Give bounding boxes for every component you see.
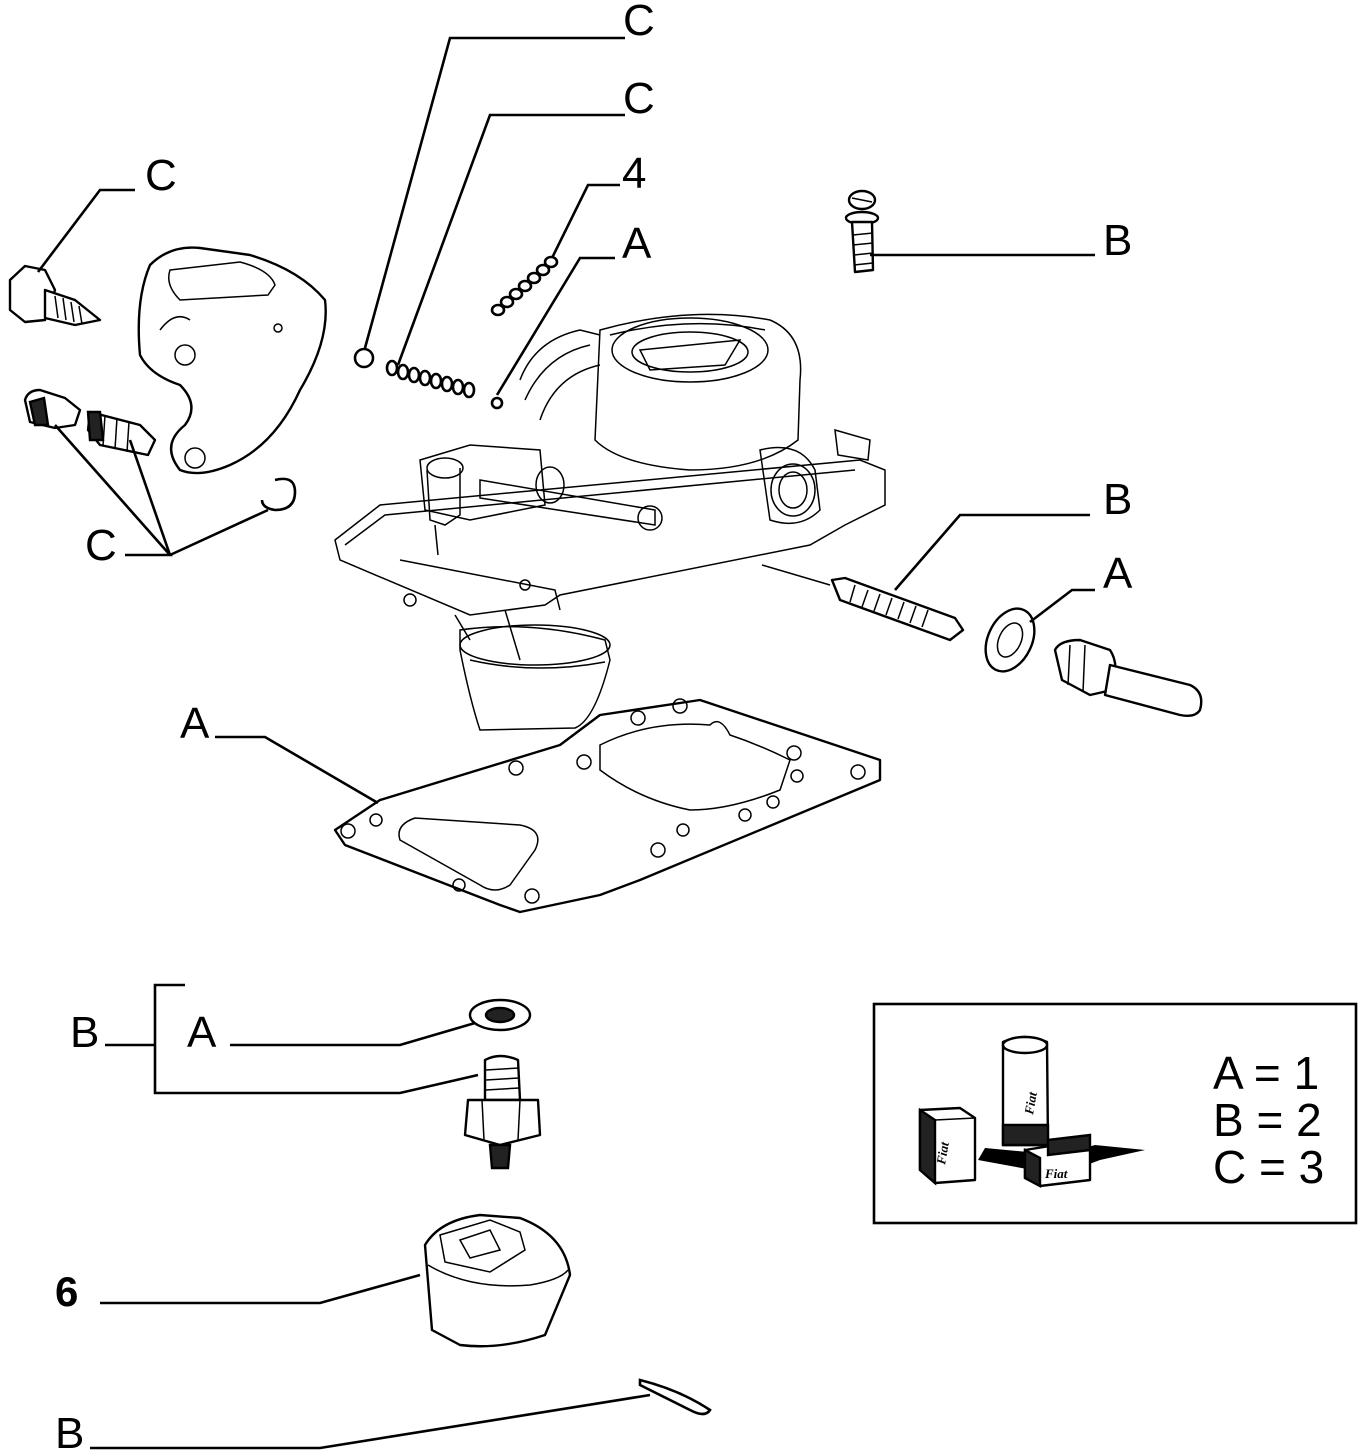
leader-lines (36, 36, 1095, 1450)
callout-c-top-1: C (623, 0, 655, 45)
callout-b-mid-right: B (1103, 475, 1132, 524)
needle-jet (761, 564, 965, 642)
sealing-washer (984, 607, 1036, 673)
callout-a-gasket: A (180, 699, 210, 748)
kit-brand-label-1: Fiat (933, 1140, 952, 1166)
callout-a-top: A (622, 219, 652, 268)
hose-fitting (1053, 638, 1203, 718)
small-washer (468, 998, 532, 1032)
callout-four: 4 (622, 149, 646, 198)
c-clip (260, 477, 297, 512)
callout-c-left-mid: C (85, 521, 117, 570)
float-bowl-cover (423, 1213, 572, 1348)
callout-a-mid-right: A (1103, 549, 1133, 598)
callout-labels: C C C 4 A B B A C A B A 6 B (55, 0, 1133, 1452)
gasket-plate (333, 698, 882, 914)
hex-screw (8, 264, 102, 327)
plug-fittings (23, 388, 157, 457)
parts-kit-boxes-icon: Fiat Fiat Fiat (918, 1035, 1145, 1188)
pan-screw (844, 189, 880, 274)
callout-c-left-top: C (145, 151, 177, 200)
legend-row-b: B = 2 (1213, 1094, 1322, 1146)
ball-small (490, 396, 504, 410)
o-ring-seal (638, 1378, 712, 1416)
callout-c-top-2: C (623, 74, 655, 123)
kit-brand-label-2: Fiat (1021, 1090, 1040, 1116)
spring-short (490, 255, 559, 317)
legend-box: Fiat Fiat Fiat A = 1 B = 2 C = 3 (872, 1002, 1358, 1225)
o-ring-small (353, 347, 375, 369)
spring-long (385, 359, 476, 399)
callout-a-bracket: A (187, 1008, 217, 1057)
callout-b-top-right: B (1103, 216, 1132, 265)
bracket-plate (137, 246, 327, 475)
callout-b-bracket: B (70, 1008, 99, 1057)
kit-brand-label-3: Fiat (1044, 1166, 1068, 1181)
callout-six: 6 (55, 1268, 78, 1315)
legend-row-a: A = 1 (1213, 1047, 1319, 1099)
callout-b-bottom: B (55, 1409, 84, 1452)
temperature-sender (463, 1054, 542, 1170)
legend-row-c: C = 3 (1213, 1141, 1324, 1193)
carburetor-body (334, 313, 886, 731)
